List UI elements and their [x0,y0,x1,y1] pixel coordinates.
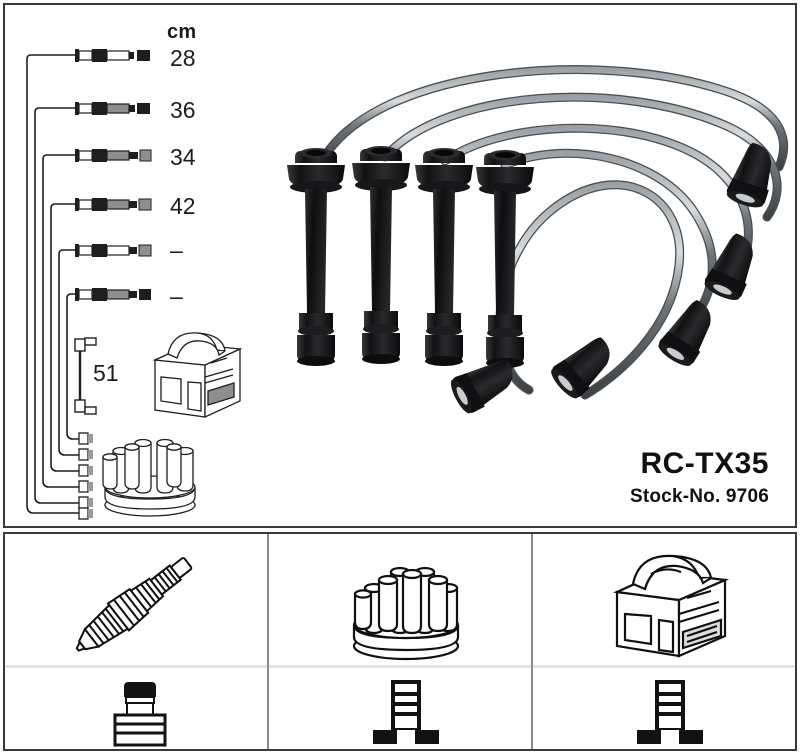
lead-length-2: 36 [170,97,196,123]
distributor-cap-schematic [102,438,196,517]
angled-connector-boots [450,142,772,414]
spark-plug-icon [75,557,193,652]
title-block: RC-TX35 Stock-No. 9706 [630,448,769,508]
ignition-cable-set-photo [267,45,795,440]
schematic-terminal-pads [78,432,93,520]
legend-cell-distributor-cap [269,534,533,749]
distributor-cap-icon [352,566,460,661]
lead-connector-2 [75,102,150,115]
unit-label: cm [167,21,197,43]
angled-connector-boot [450,360,513,414]
lead-connector-1 [75,49,150,62]
lead-length-6: – [170,283,183,309]
part-number: RC-TX35 [640,447,769,480]
spark-plug-boot [287,148,345,366]
lead-length-5: – [170,237,183,263]
coil-connector-terminal-icon [637,680,703,744]
legend-cell-spark-plug [5,534,269,749]
spark-plug-boot [415,148,473,366]
legend-cell-divider [269,665,531,668]
legend-cell-ignition-coil [533,534,795,749]
lead-connector-6 [75,288,151,301]
spark-plug-boot [476,150,534,368]
lead-connector-3 [75,149,152,162]
distributor-connector-terminal-icon [373,680,439,744]
lead-connector-5 [75,244,152,257]
ignition-coil-icon [613,554,730,658]
legend-cell-divider [533,665,795,668]
wiring-schematic: cm 28 36 34 42 – – 51 [5,5,275,530]
legend-cell-divider [5,665,267,668]
angled-connector-boot [658,300,711,366]
spark-plug-connector-boot-icon [113,682,167,747]
legend-panel [3,532,797,751]
lead-length-4: 42 [170,193,196,219]
coil-lead-51 [74,337,97,415]
ignition-coil-schematic [152,332,243,419]
main-illustration-panel: cm 28 36 34 42 – – 51 [3,3,797,528]
coil-lead-length: 51 [93,360,119,386]
angled-connector-boot [551,337,610,399]
stock-number: Stock-No. 9706 [629,485,769,507]
spark-plug-boots [287,146,534,368]
lead-length-3: 34 [170,144,196,170]
angled-connector-boot [704,233,753,300]
schematic-drawing [26,49,243,520]
lead-connector-4 [75,198,152,211]
spark-plug-boot [352,146,410,364]
angled-connector-boot [726,142,772,208]
lead-length-1: 28 [170,45,196,71]
